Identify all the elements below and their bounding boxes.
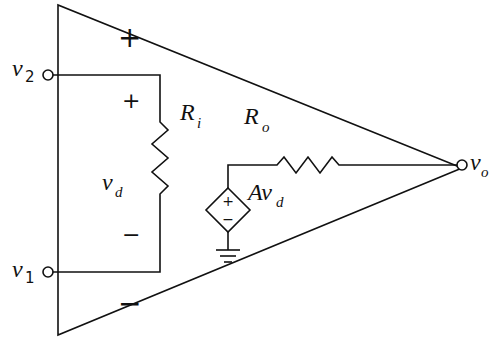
subscript: i bbox=[197, 116, 201, 131]
ground-symbol bbox=[220, 255, 236, 257]
resistor-symbol bbox=[152, 115, 168, 205]
polarity-sign: + bbox=[118, 24, 141, 52]
signal-name: v bbox=[12, 56, 23, 80]
resistor-symbol bbox=[270, 157, 345, 173]
wire bbox=[53, 75, 160, 115]
wire bbox=[345, 164, 457, 166]
polarity-sign: − bbox=[222, 212, 234, 226]
subscript: o bbox=[481, 165, 489, 180]
input-terminal bbox=[43, 70, 53, 80]
polarity-sign: + bbox=[122, 90, 140, 112]
polarity-sign: − bbox=[122, 224, 140, 246]
dependent-source-diamond: +− bbox=[204, 186, 252, 234]
resistor-label: R bbox=[180, 100, 195, 124]
signal-name: v bbox=[470, 150, 481, 174]
op-amp-triangle bbox=[58, 5, 462, 335]
output-terminal bbox=[457, 160, 467, 170]
source-gain: Av bbox=[248, 180, 272, 204]
resistor-label: R bbox=[244, 104, 259, 128]
signal-name: v bbox=[12, 257, 23, 281]
wire bbox=[227, 232, 229, 250]
subscript: o bbox=[262, 120, 270, 135]
subscript: 2 bbox=[25, 70, 35, 85]
polarity-sign: + bbox=[222, 194, 234, 208]
signal-name: v bbox=[102, 170, 113, 194]
polarity-sign: − bbox=[118, 290, 141, 318]
input-terminal bbox=[43, 267, 53, 277]
subscript: 1 bbox=[25, 271, 35, 286]
wire bbox=[53, 205, 160, 272]
ground-symbol bbox=[224, 261, 232, 263]
ground-symbol bbox=[216, 249, 240, 251]
subscript: d bbox=[115, 185, 123, 200]
subscript: d bbox=[276, 195, 284, 210]
